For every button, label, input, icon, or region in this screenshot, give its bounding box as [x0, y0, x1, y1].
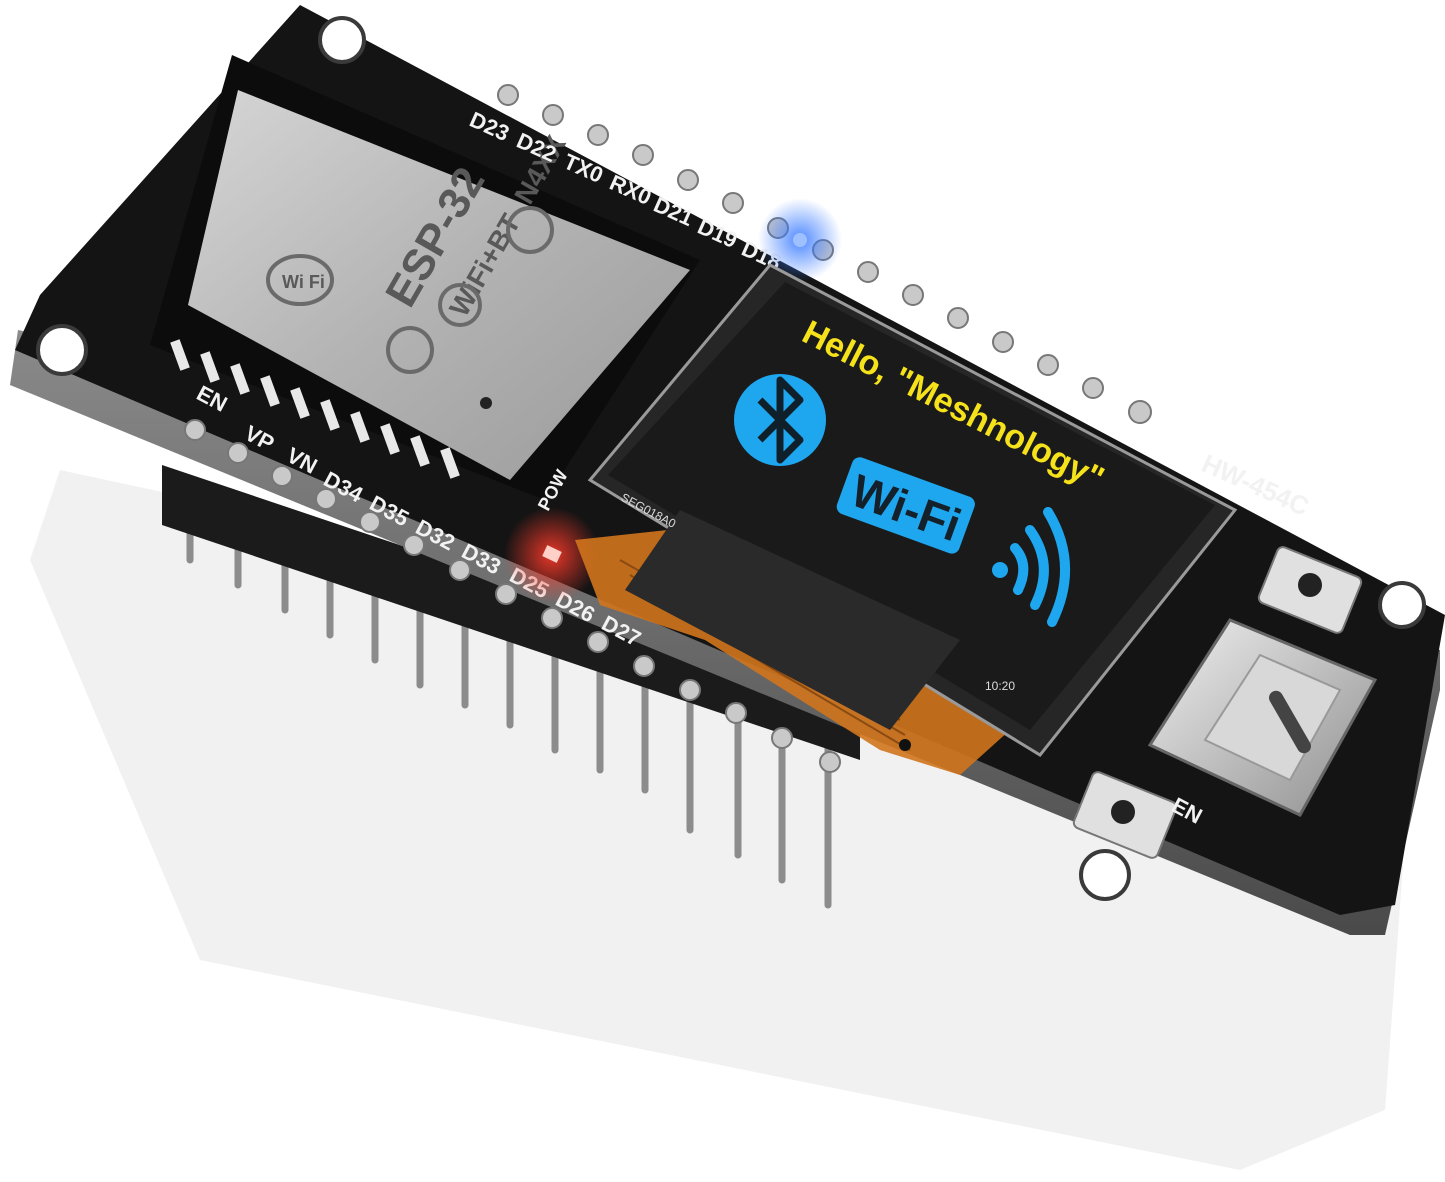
- wifi-badge-icon: Wi Fi: [266, 254, 334, 306]
- esp32-shield: [188, 90, 690, 480]
- oled-date-code: 10:20: [985, 679, 1015, 693]
- wifi-badge-text: Wi Fi: [282, 272, 325, 292]
- usb-c-port-icon[interactable]: [1147, 618, 1378, 817]
- module-dot: [480, 397, 492, 409]
- oled-connector-tab: [625, 510, 960, 730]
- wifi-signal-icon: [992, 507, 1071, 627]
- power-led: [542, 545, 562, 563]
- boot-button-icon[interactable]: [1257, 545, 1363, 634]
- reset-button-icon[interactable]: [1072, 770, 1178, 859]
- cert-marks-icon: [386, 206, 554, 374]
- esp32-castellated-pins: [170, 339, 460, 479]
- wifi-logo: Wi-Fi: [836, 457, 975, 554]
- mounting-holes: [36, 16, 1426, 901]
- status-led: [793, 233, 807, 247]
- bottom-pin-heads: [184, 419, 841, 773]
- flex-hole: [899, 739, 911, 751]
- bluetooth-icon: [734, 374, 826, 466]
